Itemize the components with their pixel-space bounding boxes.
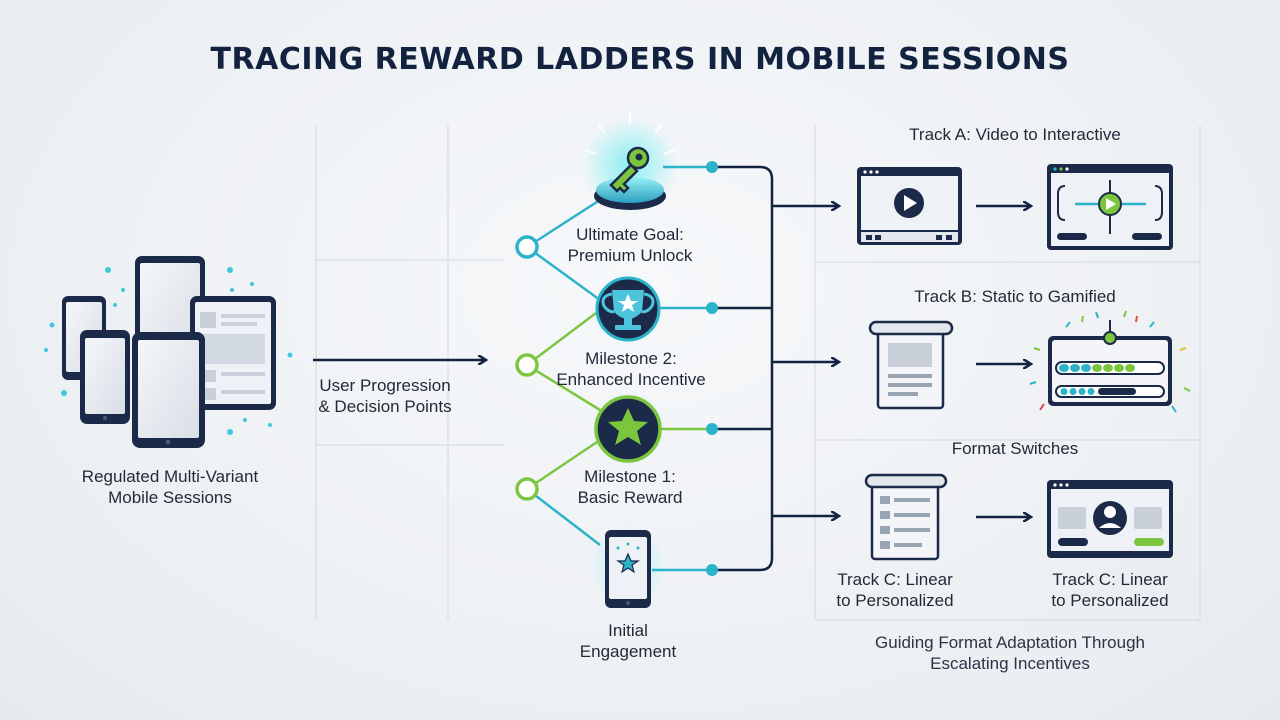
output-connectors — [652, 165, 774, 572]
personalized-window-icon — [1047, 480, 1173, 558]
confetti — [1029, 310, 1191, 413]
background-grid — [315, 125, 1201, 621]
ladder-label-ultimate-goal: Ultimate Goal: Premium Unlock — [567, 225, 693, 265]
gamified-progress-icon — [1029, 310, 1191, 413]
output-nodes — [706, 161, 718, 576]
track-arrows — [772, 206, 1030, 517]
linear-document-icon — [864, 473, 948, 561]
diagram-title: TRACING REWARD LADDERS IN MOBILE SESSION… — [210, 42, 1070, 77]
progression-label: User Progression & Decision Points — [318, 376, 452, 416]
interactive-window-icon — [1047, 164, 1173, 250]
ladder-decision-nodes — [515, 235, 539, 501]
track-c-right-label: Track C: Linear to Personalized — [1051, 570, 1169, 610]
ladder-label-milestone-2: Milestone 2: Enhanced Incentive — [556, 349, 706, 389]
track-a-label: Track A: Video to Interactive — [909, 125, 1121, 144]
track-c-left-label: Track C: Linear to Personalized — [836, 570, 954, 610]
device-particles — [44, 259, 293, 435]
trophy-icon — [592, 273, 664, 345]
device-cluster — [44, 256, 293, 448]
key-icon — [582, 112, 678, 213]
document-scroll-icon — [868, 320, 954, 410]
decision-node-bottom — [515, 477, 539, 501]
footer-caption: Guiding Format Adaptation Through Escala… — [875, 633, 1145, 673]
ladder-label-milestone-1: Milestone 1: Basic Reward — [577, 467, 683, 507]
source-label: Regulated Multi-Variant Mobile Sessions — [81, 467, 259, 507]
decision-node-middle — [515, 353, 539, 377]
decision-node-top — [515, 235, 539, 259]
ladder-label-initial-engagement: Initial Engagement — [579, 621, 677, 661]
star-icon — [590, 391, 666, 467]
track-b-label: Track B: Static to Gamified — [914, 287, 1116, 306]
format-switches-label: Format Switches — [951, 439, 1079, 458]
phone-star-icon — [588, 526, 668, 608]
video-window-icon — [857, 167, 962, 245]
ladder-connectors — [526, 198, 601, 546]
